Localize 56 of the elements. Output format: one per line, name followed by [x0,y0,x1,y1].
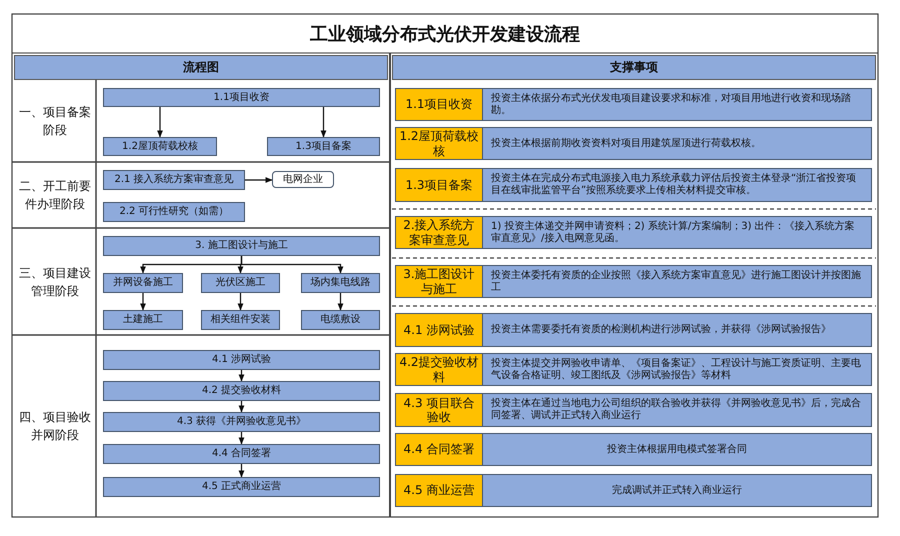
process-box: 4.2 提交验收材料 [103,381,380,401]
arrow [238,293,244,311]
arrow [238,401,244,413]
description-box: 投资主体依据分布式光伏发电项目建设要求和标准，对项目用地进行收资和现场踏勘。 [482,88,872,121]
description-box: 投资主体根据用电模式签署合同 [482,433,872,466]
header-band: 支撑事项 [392,55,876,80]
step-label-box: 1.3项目备案 [395,168,483,202]
process-box: 2.2 可行性研究（如需） [103,202,245,222]
arrow [238,432,244,445]
stage-label: 一、项目备案阶段 [18,104,92,139]
description-box: 投资主体在完成分布式电源接入电力系统承载力评估后投资主体登录“浙江省投资项目在线审批监管平台”按照系统要求上传相关材料提交审核。 [482,168,872,202]
step-label-box: 4.3 项目联合验收 [395,393,483,427]
stage-label: 三、项目建设管理阶段 [18,264,92,300]
process-box: 4.3 获得《并网验收意见书》 [103,412,380,432]
step-label-box: 4.4 合同签署 [395,433,483,466]
diagram-title: 工业领域分布式光伏开发建设流程 [309,23,581,47]
step-label-box: 3.施工图设计与施工 [395,265,483,298]
step-label-box: 4.1 涉网试验 [395,313,483,347]
description-box: 投资主体根据前期收资资料对项目用建筑屋顶进行荷载权核。 [482,127,872,160]
process-box: 4.5 正式商业运营 [103,477,380,497]
description-box: 投资主体需要委托有资质的检测机构进行涉网试验，并获得《涉网试验报告》 [482,313,872,347]
process-box: 光伏区施工 [201,273,280,293]
arrow [238,464,244,478]
header-band: 流程图 [14,55,388,80]
process-box: 3. 施工图设计与施工 [103,236,380,256]
step-label-box: 2.接入系统方案审查意见 [395,216,483,249]
process-box: 4.4 合同签署 [103,444,380,464]
step-label-box: 1.2屋顶荷载校核 [395,127,483,160]
description-box: 投资主体提交并网验收申请单、《项目备案证》、工程设计与施工资质证明、主要电气设备合格证明、竣工图纸及《涉网试验报告》等材料 [482,353,872,386]
arrow [320,107,326,138]
step-label-box: 4.2提交验收材料 [395,353,483,386]
arrow [140,293,146,311]
step-label-box: 4.5 商业运营 [395,474,483,507]
description-box: 完成调试并正式转入商业运行 [482,474,872,507]
description-box: 投资主体委托有资质的企业按照《接入系统方案审直意见》进行施工图设计并按图施工 [482,265,872,298]
process-box: 电缆敷设 [301,310,380,330]
description-box: 1) 投资主体递交并网申请资料；2) 系统计算/方案编制；3) 出件：《接入系统方案审直意见》/接入电网意见函。 [482,216,872,249]
arrow [238,370,244,382]
process-box: 并网设备施工 [103,273,183,293]
process-box: 场内集电线路 [301,273,380,293]
arrow [240,256,344,274]
process-box: 1.2屋顶荷载校核 [103,137,217,156]
process-box: 1.1项目收资 [103,88,380,107]
arrow [157,107,163,138]
arrow [338,293,344,311]
process-box: 土建施工 [103,310,183,330]
arrow [245,177,273,183]
process-box: 相关组件安装 [201,310,280,330]
entity-box: 电网企业 [272,171,334,188]
stage-label: 二、开工前要件办理阶段 [18,178,92,213]
stage-label: 四、项目验收并网阶段 [18,409,92,444]
step-label-box: 1.1项目收资 [395,88,483,121]
process-box: 4.1 涉网试验 [103,350,380,370]
process-box: 2.1 接入系统方案审查意见 [103,170,245,190]
process-box: 1.3项目备案 [267,137,380,156]
description-box: 投资主体在通过当地电力公司组织的联合验收并获得《并网验收意见书》后，完成合同签署、调试并正式转入商业运行 [482,393,872,427]
